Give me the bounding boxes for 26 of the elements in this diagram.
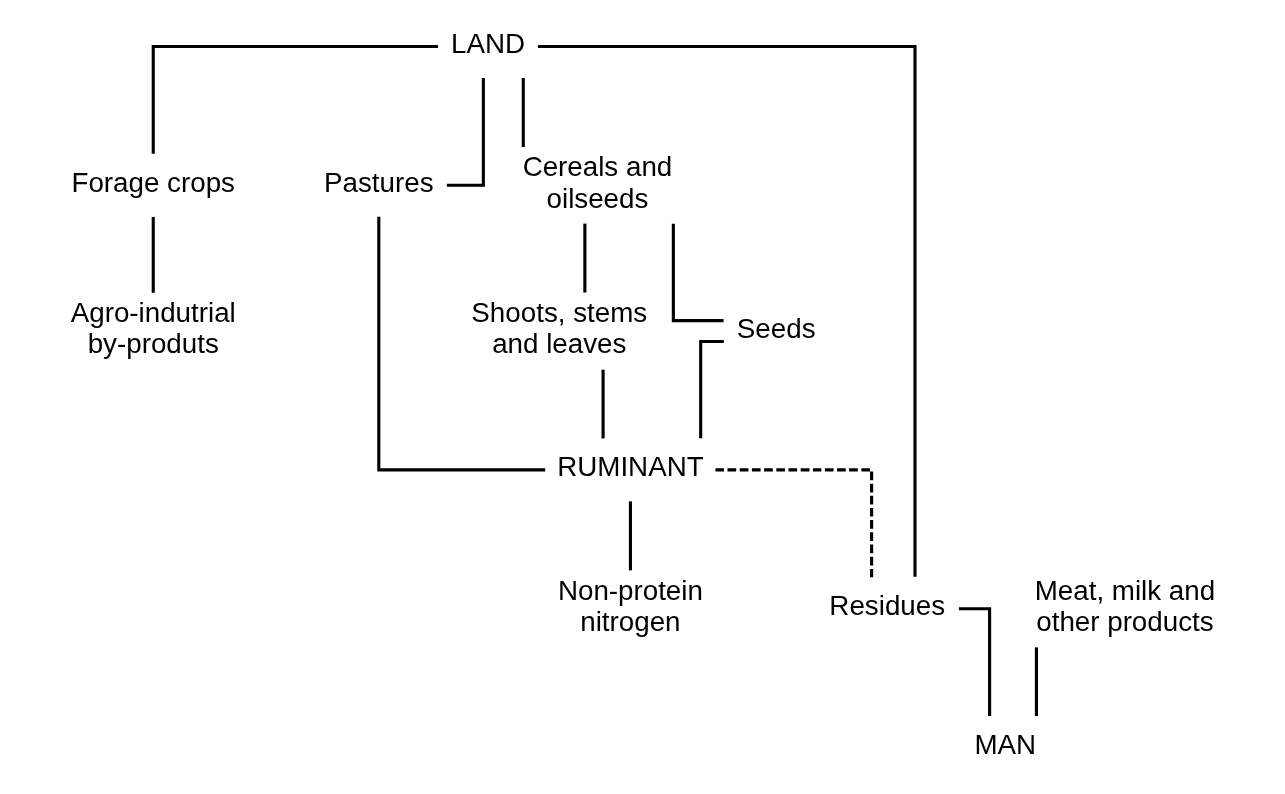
node-text: Seeds xyxy=(736,312,816,344)
connector xyxy=(582,223,586,293)
node-text: Non-protein nitrogen xyxy=(557,574,703,637)
node-text: RUMINANT xyxy=(556,451,704,483)
node-text: Meat, milk and other products xyxy=(1034,574,1215,637)
node-text: Shoots, stems and leaves xyxy=(470,297,647,360)
connector xyxy=(1034,647,1038,717)
node-text: Cereals and oilseeds xyxy=(522,151,672,214)
connector xyxy=(714,468,873,578)
node-text: Agro-indutrial by-produts xyxy=(70,297,236,360)
connector xyxy=(601,369,605,439)
node-text: Residues xyxy=(828,590,945,622)
connector xyxy=(521,78,525,147)
connector xyxy=(151,44,438,154)
connector xyxy=(628,501,632,571)
node-text: Pastures xyxy=(323,166,434,198)
connector xyxy=(671,223,724,323)
connector xyxy=(446,78,485,187)
connector xyxy=(958,607,991,716)
node-text: LAND xyxy=(450,28,525,60)
connector xyxy=(376,216,545,472)
node-text: Forage crops xyxy=(70,166,235,198)
connector xyxy=(151,216,155,293)
node-text: MAN xyxy=(973,729,1036,761)
connector xyxy=(698,339,724,439)
connector xyxy=(537,44,917,577)
